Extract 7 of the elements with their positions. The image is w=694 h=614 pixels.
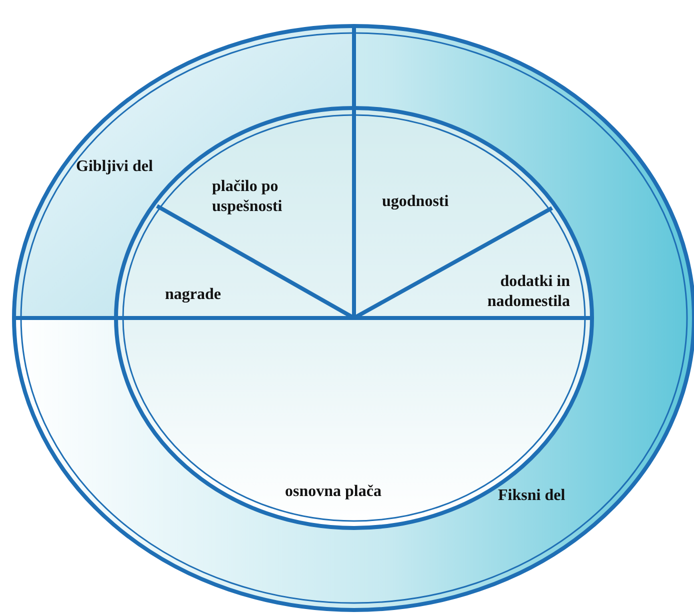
segment-label: ugodnosti (382, 192, 450, 212)
segment-label: Fiksni del (498, 486, 566, 506)
segment-label: nagrade (165, 285, 222, 305)
segment-label: dodatki in nadomestila (486, 272, 570, 312)
segment-label: plačilo po uspešnosti (212, 177, 284, 217)
segment-label: osnovna plača (285, 482, 382, 502)
segment-label: Gibljivi del (76, 157, 154, 177)
